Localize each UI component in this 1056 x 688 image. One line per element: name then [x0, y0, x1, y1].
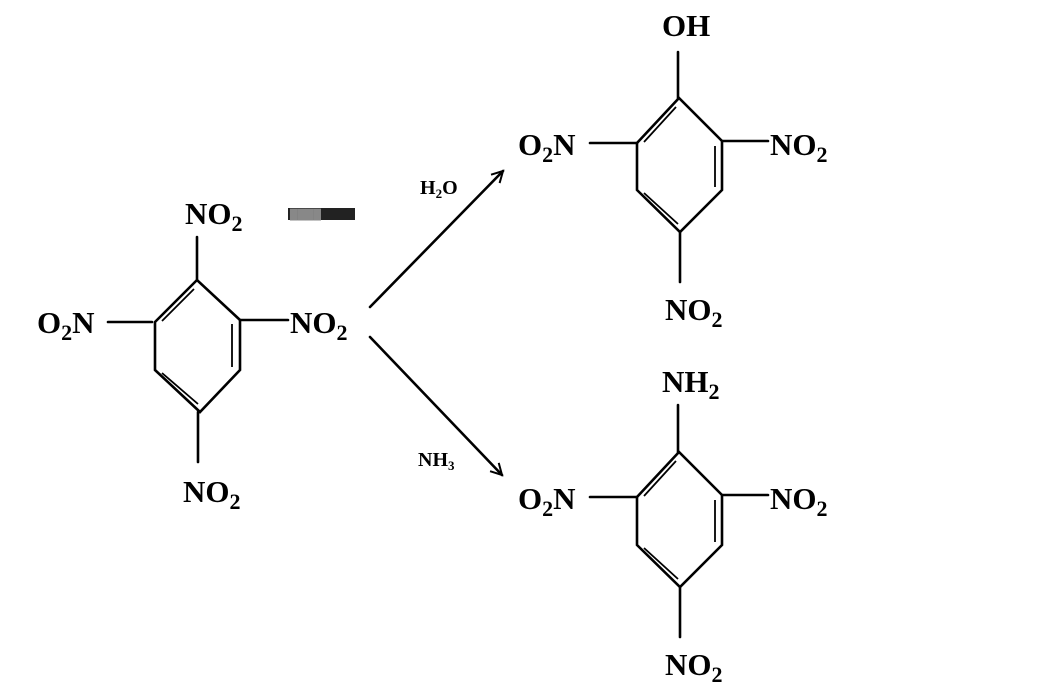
nitro-group-top: NO2 — [185, 196, 243, 236]
reactant-molecule: NO2 O2N NO2 NO2 ████ — [37, 196, 355, 514]
amino-group: NH2 — [662, 364, 720, 404]
nitro-group-left: O2N — [37, 305, 95, 345]
nitro-group-left: O2N — [518, 481, 576, 521]
reagent-water: H2O — [420, 177, 458, 201]
benzene-ring — [635, 96, 724, 234]
nitro-group-bottom: NO2 — [665, 292, 723, 332]
smudge-text: ████ — [289, 208, 321, 221]
reaction-arrow-ammonolysis: NH3 — [368, 335, 502, 475]
nitro-group-left: O2N — [518, 127, 576, 167]
nitro-group-right: NO2 — [770, 481, 828, 521]
benzene-ring — [635, 450, 724, 589]
smudge-mark — [288, 208, 355, 220]
reaction-arrow-hydrolysis: H2O — [368, 171, 503, 309]
reagent-ammonia: NH3 — [418, 449, 455, 473]
nitro-group-right: NO2 — [290, 305, 348, 345]
product-phenol-molecule: OH O2N NO2 NO2 — [518, 8, 828, 332]
nitro-group-bottom: NO2 — [665, 647, 723, 687]
product-aniline-molecule: NH2 O2N NO2 NO2 — [518, 364, 828, 687]
nitro-group-bottom: NO2 — [183, 474, 241, 514]
nitro-group-right: NO2 — [770, 127, 828, 167]
benzene-ring — [153, 278, 242, 414]
hydroxyl-group: OH — [662, 8, 710, 43]
